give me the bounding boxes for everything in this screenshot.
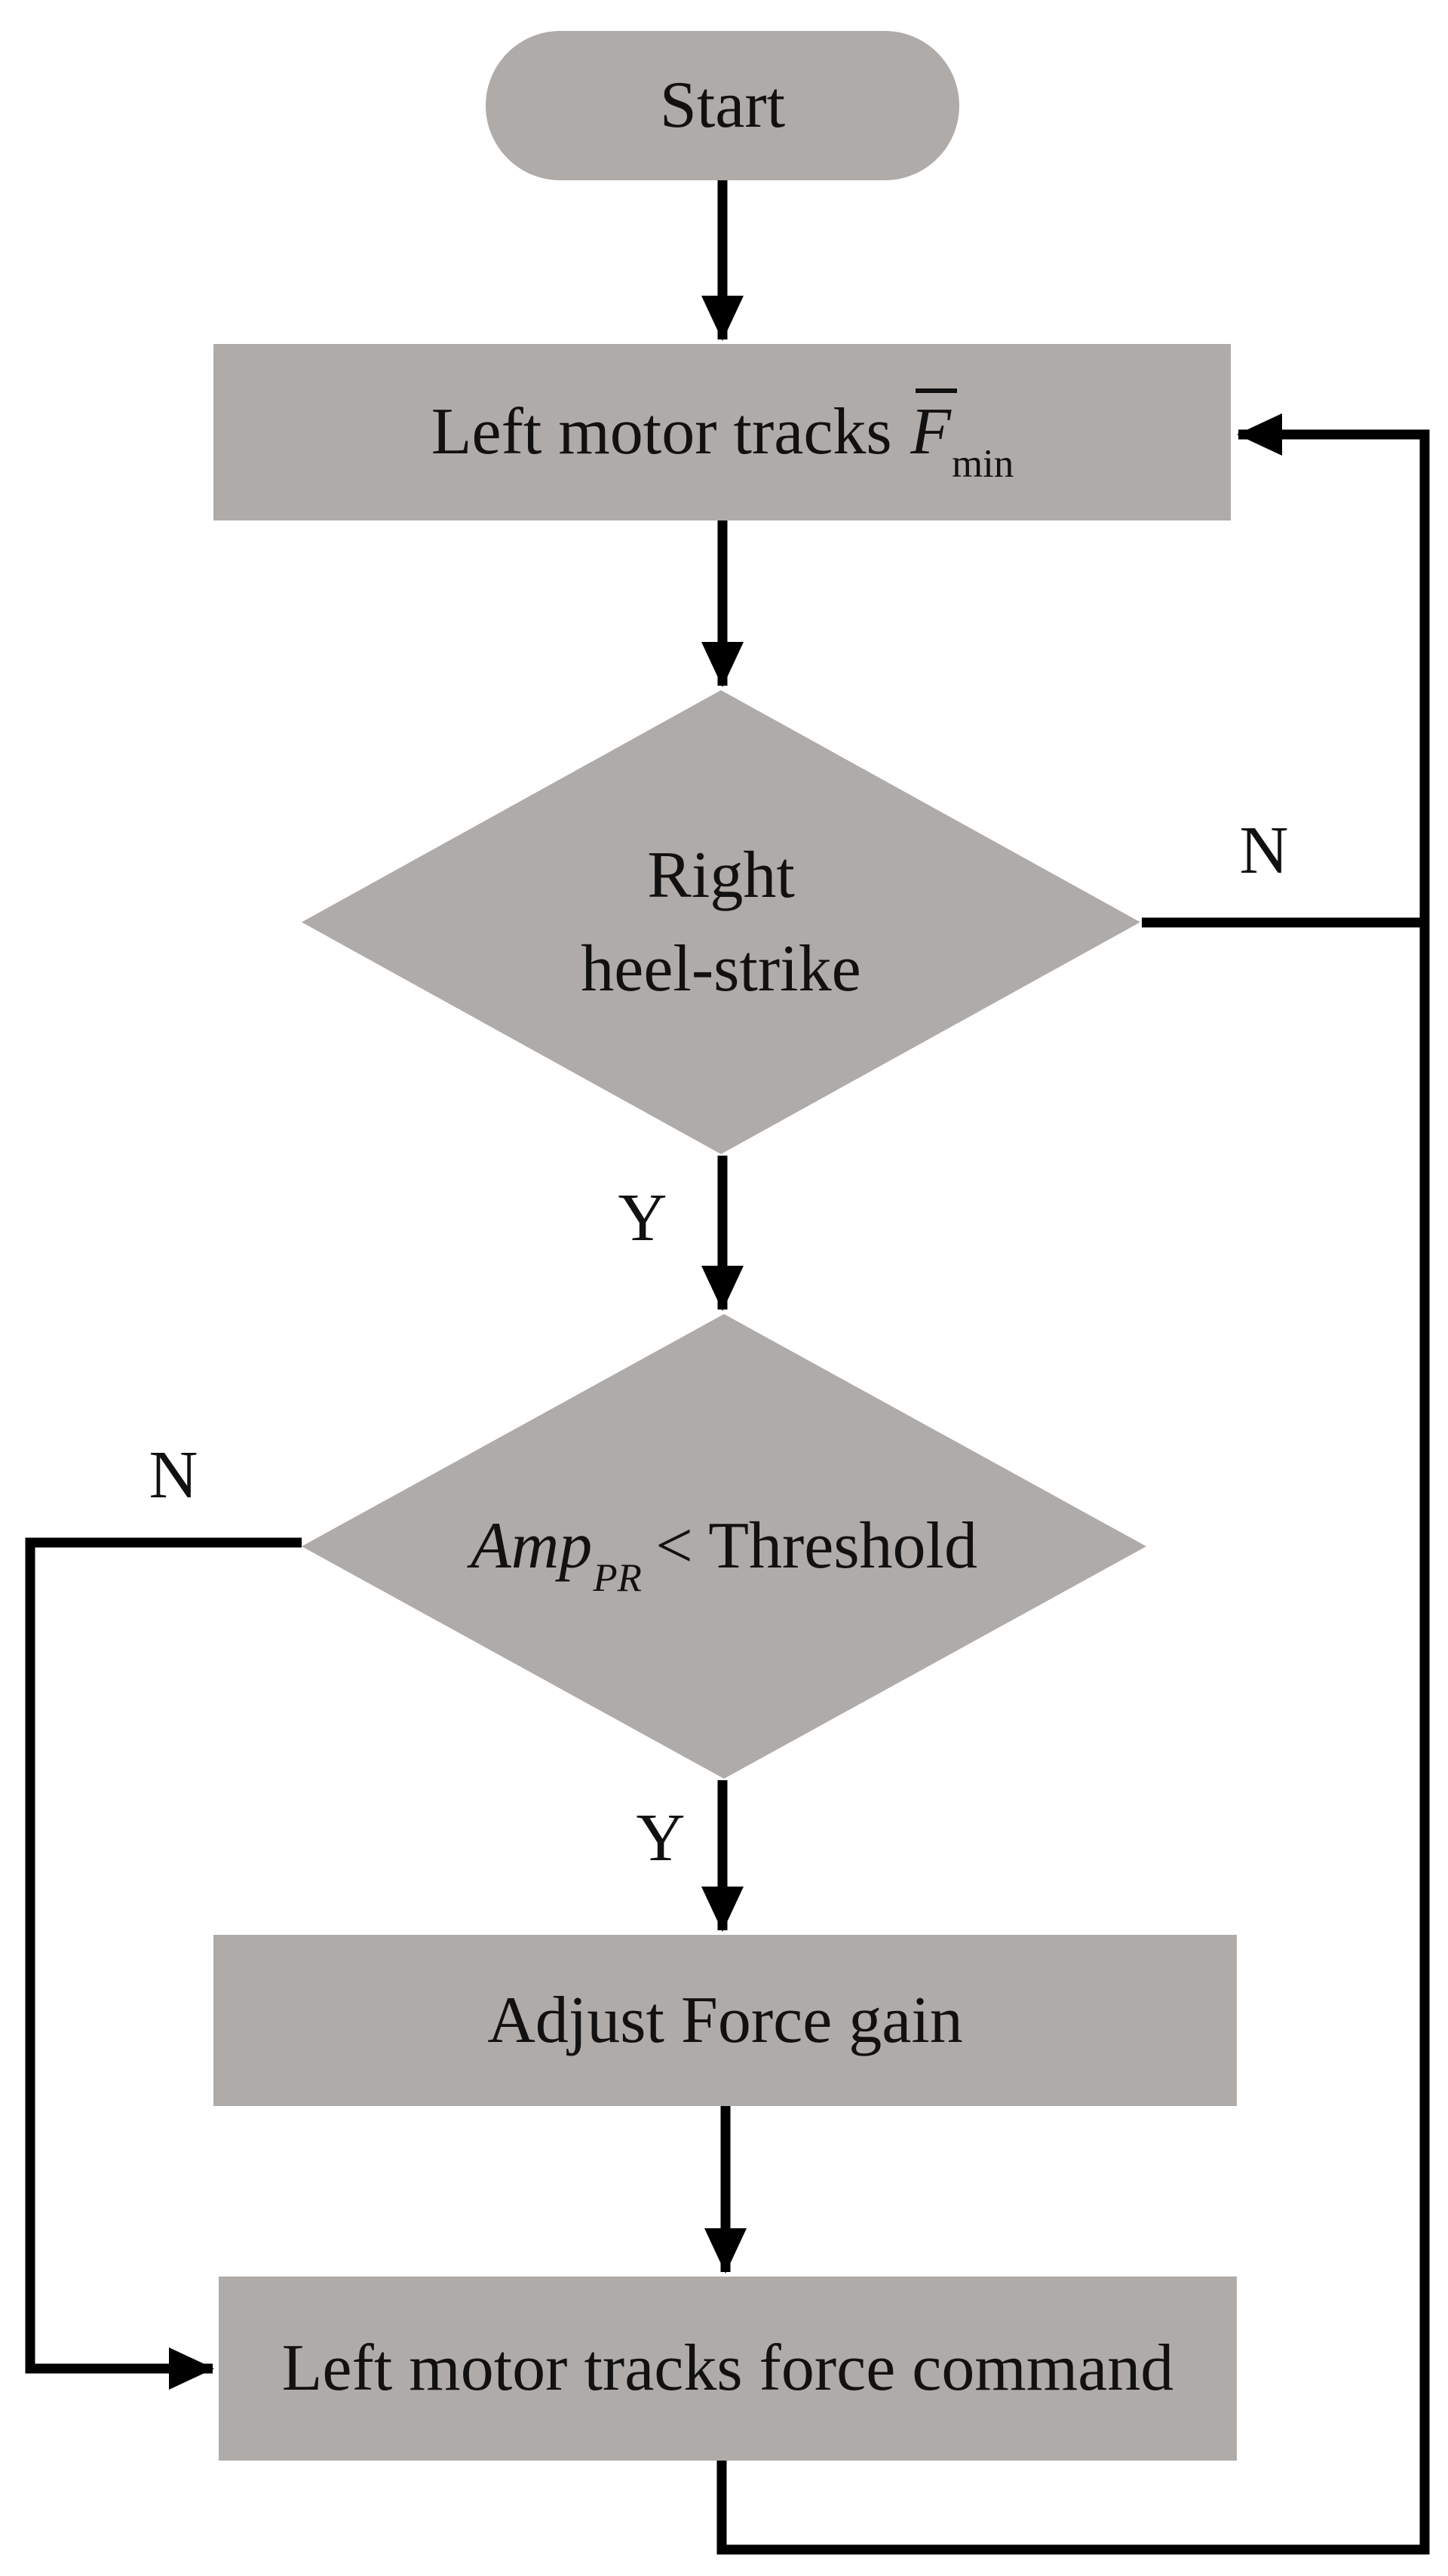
start-label: Start	[659, 69, 786, 143]
edge-loop-back	[716, 413, 1430, 2555]
f-bar-subscript: min	[952, 441, 1014, 486]
start-node: Start	[486, 31, 959, 180]
edge-amp-no	[25, 1537, 302, 2390]
process-adjust-gain: Adjust Force gain	[213, 1935, 1237, 2106]
edge-label-heel-yes: Y	[618, 1181, 667, 1255]
track-force-label: Left motor tracks force command	[281, 2332, 1174, 2406]
heel-strike-label: Right heel-strike	[581, 839, 861, 1006]
edge-label-amp-no: N	[149, 1438, 198, 1512]
edge-label-heel-no: N	[1239, 813, 1289, 888]
f-bar-symbol: F	[910, 385, 957, 478]
amp-subscript: PR	[593, 1555, 642, 1600]
process-track-force-command: Left motor tracks force command	[219, 2277, 1237, 2461]
edge-label-amp-yes: Y	[636, 1801, 686, 1875]
amp-threshold-label: AmpPR< Threshold	[470, 1509, 978, 1600]
amp-symbol: Amp	[470, 1509, 593, 1583]
adjust-gain-label: Adjust Force gain	[487, 1983, 963, 2057]
